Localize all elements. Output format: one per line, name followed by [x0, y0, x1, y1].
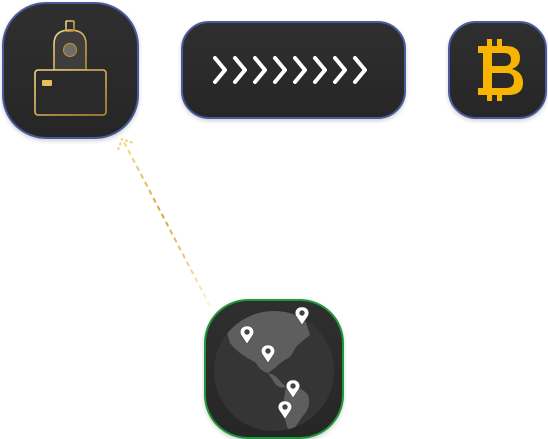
map-pin-icon — [277, 400, 293, 420]
map-pin-icon — [285, 379, 301, 399]
wallet-lock-icon — [34, 20, 107, 116]
bitcoin-icon — [478, 39, 523, 101]
map-pin-icon — [294, 306, 310, 326]
transfer-tile[interactable] — [181, 21, 406, 119]
globe-map-pins-icon — [214, 306, 334, 431]
chevron-arrows-icon — [213, 56, 367, 84]
globe-tile[interactable] — [204, 299, 344, 439]
map-pin-icon — [260, 344, 276, 364]
wallet-tile[interactable] — [2, 2, 139, 139]
bitcoin-tile[interactable] — [448, 21, 547, 119]
flow-arrow-line — [123, 141, 211, 307]
map-pin-icon — [239, 325, 255, 345]
flow-arrow-head — [117, 137, 134, 151]
